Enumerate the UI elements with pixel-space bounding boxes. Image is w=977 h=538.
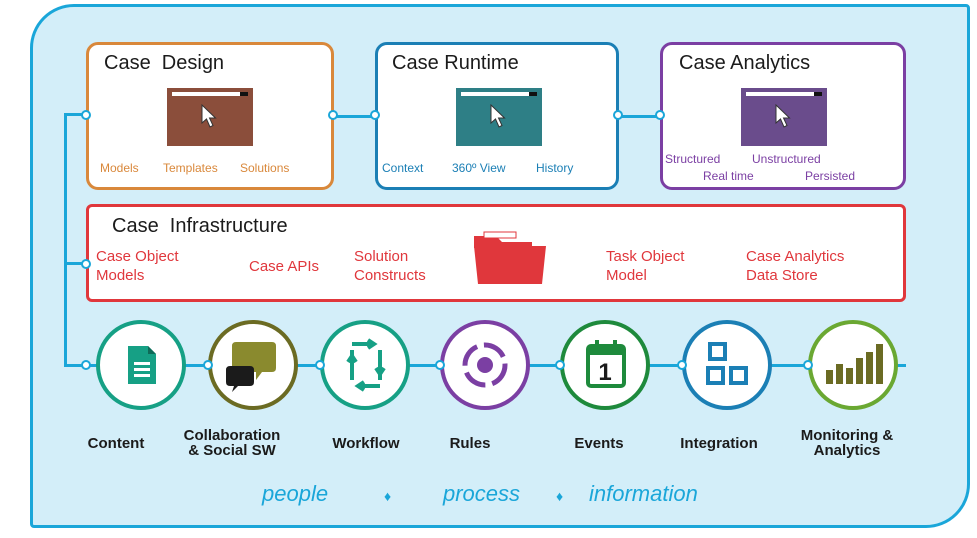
events-node: 1 — [560, 320, 650, 410]
left-to-design-connector — [64, 113, 86, 116]
runtime-window-icon — [456, 88, 542, 146]
integration-label: Integration — [680, 435, 758, 452]
monitoring-connector-dot — [803, 360, 813, 370]
calendar-day: 1 — [598, 359, 612, 386]
runtime-analytics-connector — [618, 115, 660, 118]
design-right-connector-dot — [328, 110, 338, 120]
events-label: Events — [574, 435, 624, 452]
infra-task-object-model: Task Object Model — [606, 248, 685, 284]
analytics-structured-label: Structured — [665, 152, 721, 166]
case-design-title: Case Design — [104, 52, 225, 74]
infra-left-connector-dot — [81, 259, 91, 269]
rules-node — [440, 320, 530, 410]
analytics-unstructured-label: Unstructured — [752, 152, 821, 166]
infra-case-object-models: Case Object Models — [96, 248, 179, 284]
runtime-history-label: History — [536, 161, 574, 175]
design-models-label: Models — [100, 161, 139, 175]
infra-solution-constructs: Solution Constructs — [354, 248, 426, 284]
workflow-connector-dot — [315, 360, 325, 370]
collaboration-label: Collaboration & Social SW — [183, 427, 281, 459]
events-connector-dot — [555, 360, 565, 370]
collaboration-connector-dot — [203, 360, 213, 370]
folder-icon — [472, 228, 548, 286]
footer-people: people — [262, 481, 329, 506]
blocks-icon — [706, 342, 748, 385]
analytics-realtime-label: Real time — [703, 169, 754, 183]
case-infrastructure-title: Case Infrastructure — [112, 215, 288, 237]
integration-connector-dot — [677, 360, 687, 370]
footer-process: process — [443, 481, 521, 506]
footer-separator-1: ♦ — [384, 488, 392, 504]
case-analytics-title: Case Analytics — [679, 52, 811, 74]
content-node — [96, 320, 186, 410]
cycle-arrows-icon — [346, 338, 386, 392]
collaboration-node — [208, 320, 298, 410]
design-left-connector-dot — [81, 110, 91, 120]
document-icon — [128, 346, 156, 384]
left-vertical-connector — [64, 113, 67, 367]
bar-chart-icon — [826, 344, 883, 384]
monitoring-node — [808, 320, 898, 410]
infra-case-analytics-data-store: Case Analytics Data Store — [746, 248, 845, 284]
speech-bubbles-icon — [226, 342, 276, 392]
monitoring-label: Monitoring & Analytics — [800, 427, 894, 459]
analytics-window-icon — [741, 88, 827, 146]
target-icon — [462, 342, 508, 388]
design-templates-label: Templates — [163, 161, 218, 175]
runtime-left-connector-dot — [370, 110, 380, 120]
left-to-content-connector — [64, 364, 86, 367]
design-runtime-connector — [333, 115, 375, 118]
analytics-persisted-label: Persisted — [805, 169, 856, 183]
analytics-left-connector-dot — [655, 110, 665, 120]
runtime-context-label: Context — [382, 161, 424, 175]
calendar-icon — [586, 340, 626, 388]
runtime-360-view-label: 360º View — [452, 161, 506, 175]
integration-node — [682, 320, 772, 410]
runtime-right-connector-dot — [613, 110, 623, 120]
infra-case-apis: Case APIs — [249, 258, 320, 275]
design-solutions-label: Solutions — [240, 161, 290, 175]
case-runtime-title: Case Runtime — [392, 52, 519, 74]
content-label: Content — [87, 435, 145, 452]
left-to-infra-connector — [64, 262, 86, 265]
footer-separator-2: ♦ — [556, 488, 564, 504]
footer-information: information — [589, 481, 698, 506]
rules-connector-dot — [435, 360, 445, 370]
design-window-icon — [167, 88, 253, 146]
content-connector-dot — [81, 360, 91, 370]
workflow-label: Workflow — [332, 435, 400, 452]
workflow-node — [320, 320, 410, 410]
rules-label: Rules — [449, 435, 491, 452]
